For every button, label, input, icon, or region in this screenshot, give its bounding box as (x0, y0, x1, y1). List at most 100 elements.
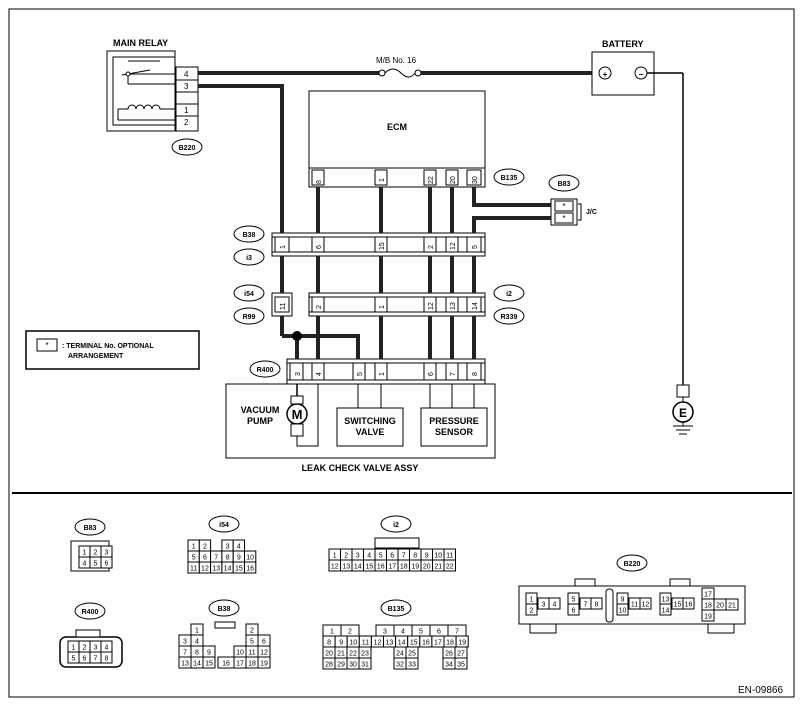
face-pin-B135-22: 22 (349, 651, 357, 658)
face-pin-B220-3: 3 (542, 602, 546, 609)
face-pin-i54-2: 2 (203, 544, 207, 551)
face-pin-B135-10: 10 (349, 640, 357, 647)
face-pin-cell (701, 609, 715, 622)
face-pin-i2-10: 10 (434, 553, 442, 560)
face-pin-i54-16: 16 (246, 566, 254, 573)
face-pin-R400-6: 6 (83, 656, 87, 663)
face-pin-B135-16: 16 (422, 640, 430, 647)
ground-label: E (679, 406, 687, 420)
face-pin-cell (590, 597, 603, 610)
face-id-i2: i2 (393, 522, 399, 529)
face-pin-i2-3: 3 (356, 553, 360, 560)
face-pin-B220-11: 11 (631, 602, 638, 609)
i2-pin-13: 13 (450, 302, 457, 310)
face-pin-R400-7: 7 (94, 656, 98, 663)
ecm-pin-8: 8 (316, 180, 323, 184)
face-tab (707, 623, 735, 634)
face-pin-cell (682, 597, 695, 610)
pressure-sensor-label-line: PRESSURE (429, 416, 479, 426)
connector-id-B38: B38 (243, 232, 256, 239)
face-pin-i2-5: 5 (379, 553, 383, 560)
face-pin-B135-11: 11 (362, 640, 369, 647)
face-pin-i54-10: 10 (246, 555, 254, 562)
face-pin-B38-2: 2 (250, 628, 254, 635)
face-pin-cell (202, 656, 216, 669)
face-key (374, 537, 420, 549)
face-pin-B135-4: 4 (401, 629, 405, 636)
ecm-pin-22: 22 (428, 176, 435, 184)
harness-wires (198, 84, 551, 359)
face-pin-B83-2: 2 (94, 550, 98, 557)
battery-minus: − (639, 70, 644, 79)
face-pin-cell (548, 597, 561, 610)
face-pin-B38-12: 12 (260, 650, 268, 657)
face-pin-B38-7: 7 (183, 650, 187, 657)
pin-cell (445, 236, 459, 253)
face-pin-B135-2: 2 (348, 629, 352, 636)
face-pin-B38-13: 13 (181, 661, 189, 668)
pin-cell (374, 169, 388, 186)
pin-cell (374, 362, 388, 381)
face-id-oval (380, 599, 412, 617)
face-pin-B135-32: 32 (396, 662, 404, 669)
face-id-oval (616, 554, 648, 572)
battery-positive-icon (598, 66, 612, 80)
face-pin-i54-4: 4 (237, 544, 241, 551)
connector-id-R99: R99 (243, 314, 256, 321)
face-pin-B220-7: 7 (584, 602, 588, 609)
face-pin-cell (100, 556, 113, 569)
face-pin-B38-6: 6 (262, 639, 266, 646)
face-pin-cell (244, 561, 257, 574)
face-pin-R400-4: 4 (105, 645, 109, 652)
relay-pin-4: 4 (184, 70, 189, 79)
i54-pin-11: 11 (280, 303, 287, 310)
face-pin-i54-5: 5 (192, 555, 196, 562)
face-pin-B135-29: 29 (337, 662, 345, 669)
face-pin-B135-3: 3 (383, 629, 387, 636)
face-pin-i54-12: 12 (201, 566, 209, 573)
face-pin-cell (616, 603, 629, 616)
face-pin-B220-12: 12 (642, 602, 650, 609)
face-pin-i2-18: 18 (400, 564, 408, 571)
connector-id-B220: B220 (179, 145, 196, 152)
face-pin-B220-21: 21 (728, 603, 736, 610)
r400-pin-3: 3 (295, 372, 302, 376)
face-pin-B135-5: 5 (419, 629, 423, 636)
vacuum-pump-label-line: PUMP (247, 416, 273, 426)
relay-coil (118, 104, 176, 110)
face-pin-B38-18: 18 (248, 661, 256, 668)
face-pin-i2-9: 9 (425, 553, 429, 560)
pin-cell (423, 236, 437, 253)
face-pin-i2-11: 11 (446, 553, 453, 560)
face-pin-B135-6: 6 (437, 629, 441, 636)
face-id-R400: R400 (82, 609, 99, 616)
face-pin-B220-19: 19 (704, 614, 712, 621)
face-latch (669, 578, 691, 587)
face-pin-cell (525, 603, 538, 616)
face-pin-cell (443, 559, 456, 572)
face-pin-B220-8: 8 (595, 602, 599, 609)
i2-pin-2: 2 (316, 305, 323, 309)
face-pin-B38-11: 11 (248, 650, 255, 657)
face-id-B83: B83 (84, 525, 97, 532)
b38-pin-12: 12 (450, 242, 457, 250)
face-pin-B83-5: 5 (94, 561, 98, 568)
pressure-sensor-label-line: SENSOR (435, 427, 474, 437)
face-pin-B220-15: 15 (674, 602, 682, 609)
connector-id-i3: i3 (246, 255, 252, 262)
relay-switch-pivot (125, 71, 131, 77)
face-pin-i2-12: 12 (331, 564, 339, 571)
pin-cell (352, 362, 366, 381)
pin-cell (289, 362, 304, 381)
pin-cell (311, 236, 325, 253)
face-pin-i54-11: 11 (190, 566, 197, 573)
note-text-line: : TERMINAL No. OPTIONAL (62, 343, 154, 350)
connector-id-i2: i2 (506, 291, 512, 298)
ecm-pin-1: 1 (379, 178, 386, 182)
face-pin-B135-12: 12 (374, 640, 382, 647)
r400-pins (289, 362, 482, 381)
face-pin-i2-20: 20 (423, 564, 431, 571)
face-pin-B135-23: 23 (361, 651, 369, 658)
